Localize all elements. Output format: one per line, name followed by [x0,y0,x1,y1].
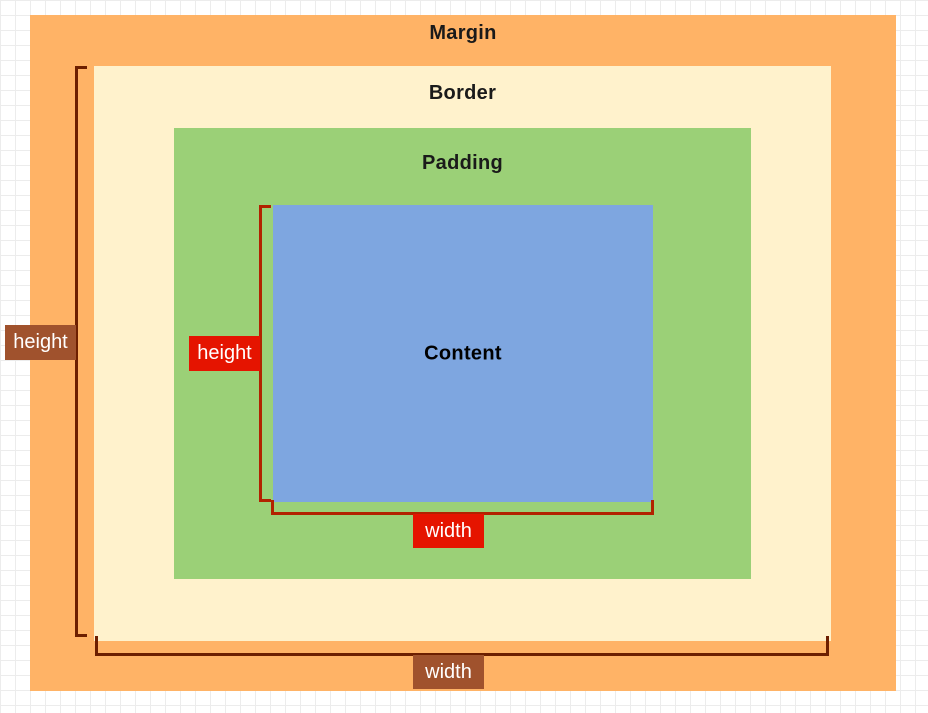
inner-height-bracket [259,205,271,502]
border-label: Border [428,82,497,104]
outer-height-tag: height [5,325,76,360]
outer-height-bracket [75,66,87,637]
outer-width-text: width [425,660,472,683]
outer-height-text: height [13,331,68,353]
content-label: Content [424,342,502,364]
inner-height-tag: height [189,336,260,371]
inner-width-bracket [271,500,654,515]
content-area: Content [273,205,653,502]
margin-label: Margin [429,22,497,44]
inner-width-tag: width [413,514,484,548]
inner-height-text: height [197,342,252,364]
inner-width-text: width [425,519,472,542]
padding-label: Padding [422,152,503,174]
outer-width-tag: width [413,655,484,689]
outer-width-bracket [95,636,829,656]
